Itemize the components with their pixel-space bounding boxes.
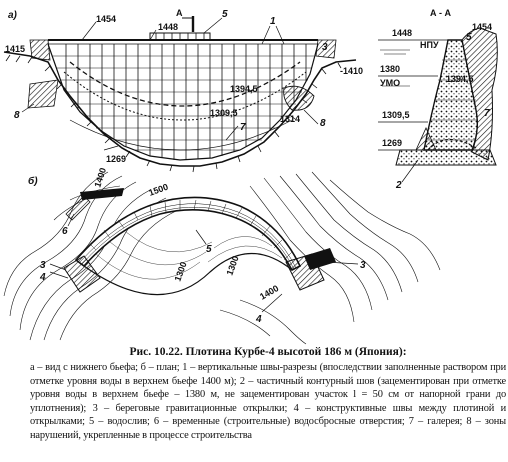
- elev-1410: -1410: [340, 66, 363, 76]
- caption-body: а – вид с нижнего бьефа; б – план; 1 – в…: [30, 362, 506, 441]
- elev-1309: 1309,5: [210, 108, 238, 118]
- valley-profile: [3, 51, 357, 167]
- callout-1: 1: [270, 16, 276, 27]
- plan-callout-6: 6: [62, 226, 68, 237]
- plan-callout-3b: 3: [360, 260, 366, 271]
- callout-3: 3: [322, 42, 328, 53]
- sec-callout-5: 5: [466, 32, 472, 43]
- elev-1269: 1269: [106, 154, 126, 164]
- section-arrow-a: А: [176, 8, 183, 18]
- sec-elev-1380: 1380: [380, 64, 400, 74]
- elev-1415: 1415: [5, 44, 25, 54]
- panel-a-label: а): [8, 10, 18, 21]
- elev-1314: 1314: [280, 114, 300, 124]
- plan-callout-4b: 4: [255, 314, 262, 325]
- section-a-a: А - А 1448 НПУ: [378, 8, 498, 191]
- panel-b-label: б): [28, 175, 38, 187]
- sec-elev-1448: 1448: [392, 28, 412, 38]
- callout-8b: 8: [320, 118, 326, 129]
- elev-1394: 1394,5: [230, 84, 258, 94]
- callout-7: 7: [240, 122, 246, 133]
- sec-elev-1394: 1394,5: [446, 74, 474, 84]
- figure-caption: Рис. 10.22. Плотина Курбе-4 высотой 186 …: [30, 345, 506, 443]
- sec-elev-1454: 1454: [472, 22, 492, 32]
- section-label: А - А: [430, 8, 451, 18]
- dam-figure: а): [3, 8, 498, 345]
- sec-callout-7: 7: [484, 108, 490, 119]
- plan-callout-4a: 4: [39, 272, 46, 283]
- plan-callout-5: 5: [206, 244, 212, 255]
- callout-5: 5: [222, 9, 228, 20]
- sec-umo: УМО: [380, 78, 400, 88]
- panel-b-plan: б) 1400 1500 1300 1300 1400: [3, 166, 441, 345]
- elev-1448: 1448: [158, 22, 178, 32]
- caption-title: Рис. 10.22. Плотина Курбе-4 высотой 186 …: [129, 346, 407, 358]
- plan-1300a: 1300: [172, 260, 188, 282]
- callout-8a: 8: [14, 110, 20, 121]
- sec-elev-1269: 1269: [382, 138, 402, 148]
- elev-1454: 1454: [96, 14, 116, 24]
- plan-1500: 1500: [147, 182, 169, 198]
- panel-a-elevation: а): [3, 8, 363, 173]
- plan-1400: 1400: [92, 166, 108, 188]
- plan-callout-3a: 3: [40, 260, 46, 271]
- sec-npu: НПУ: [420, 40, 439, 50]
- sec-callout-2: 2: [395, 180, 402, 191]
- sec-elev-1309: 1309,5: [382, 110, 410, 120]
